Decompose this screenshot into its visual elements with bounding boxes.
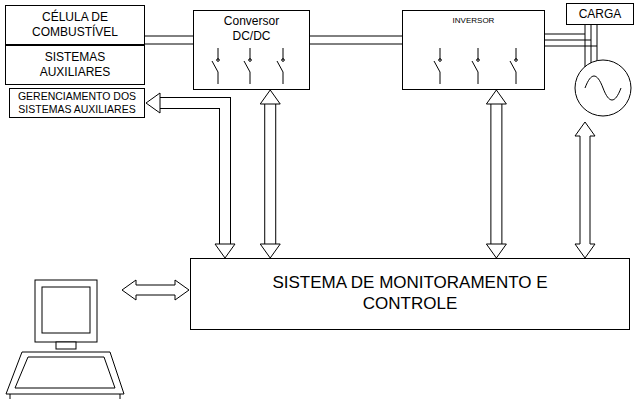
auxiliary-management-box: GERENCIAMENTO DOS SISTEMAS AUXILIARES <box>9 88 145 118</box>
node-label: SISTEMAS AUXILIARES <box>16 50 134 79</box>
node-label: SISTEMA DE MONITORAMENTO E CONTROLE <box>261 273 559 314</box>
fuel-cell-box: CÉLULA DE COMBUSTÍVEL <box>5 5 145 45</box>
inverter-box: INVERSOR <box>402 10 545 90</box>
connector <box>146 93 235 258</box>
computer-link-arrow <box>122 280 189 300</box>
dc-dc-converter-box: Conversor DC/DC <box>193 10 310 90</box>
node-label: INVERSOR <box>453 16 495 26</box>
node-label: CARGA <box>579 7 622 22</box>
computer-icon <box>6 280 124 399</box>
switch-symbols <box>212 48 517 84</box>
monitoring-control-box: SISTEMA DE MONITORAMENTO E CONTROLE <box>190 258 630 330</box>
connector <box>145 36 193 44</box>
node-label: GERENCIAMENTO DOS SISTEMAS AUXILIARES <box>13 90 141 116</box>
connector <box>260 90 280 258</box>
auxiliary-systems-box: SISTEMAS AUXILIARES <box>5 45 145 85</box>
connector <box>310 36 402 44</box>
connector <box>486 90 506 258</box>
connector <box>545 25 597 46</box>
load-signal-arrow <box>575 122 595 258</box>
node-label: CÉLULA DE COMBUSTÍVEL <box>16 10 134 39</box>
node-label: Conversor DC/DC <box>219 14 284 43</box>
load-box: CARGA <box>566 3 634 25</box>
